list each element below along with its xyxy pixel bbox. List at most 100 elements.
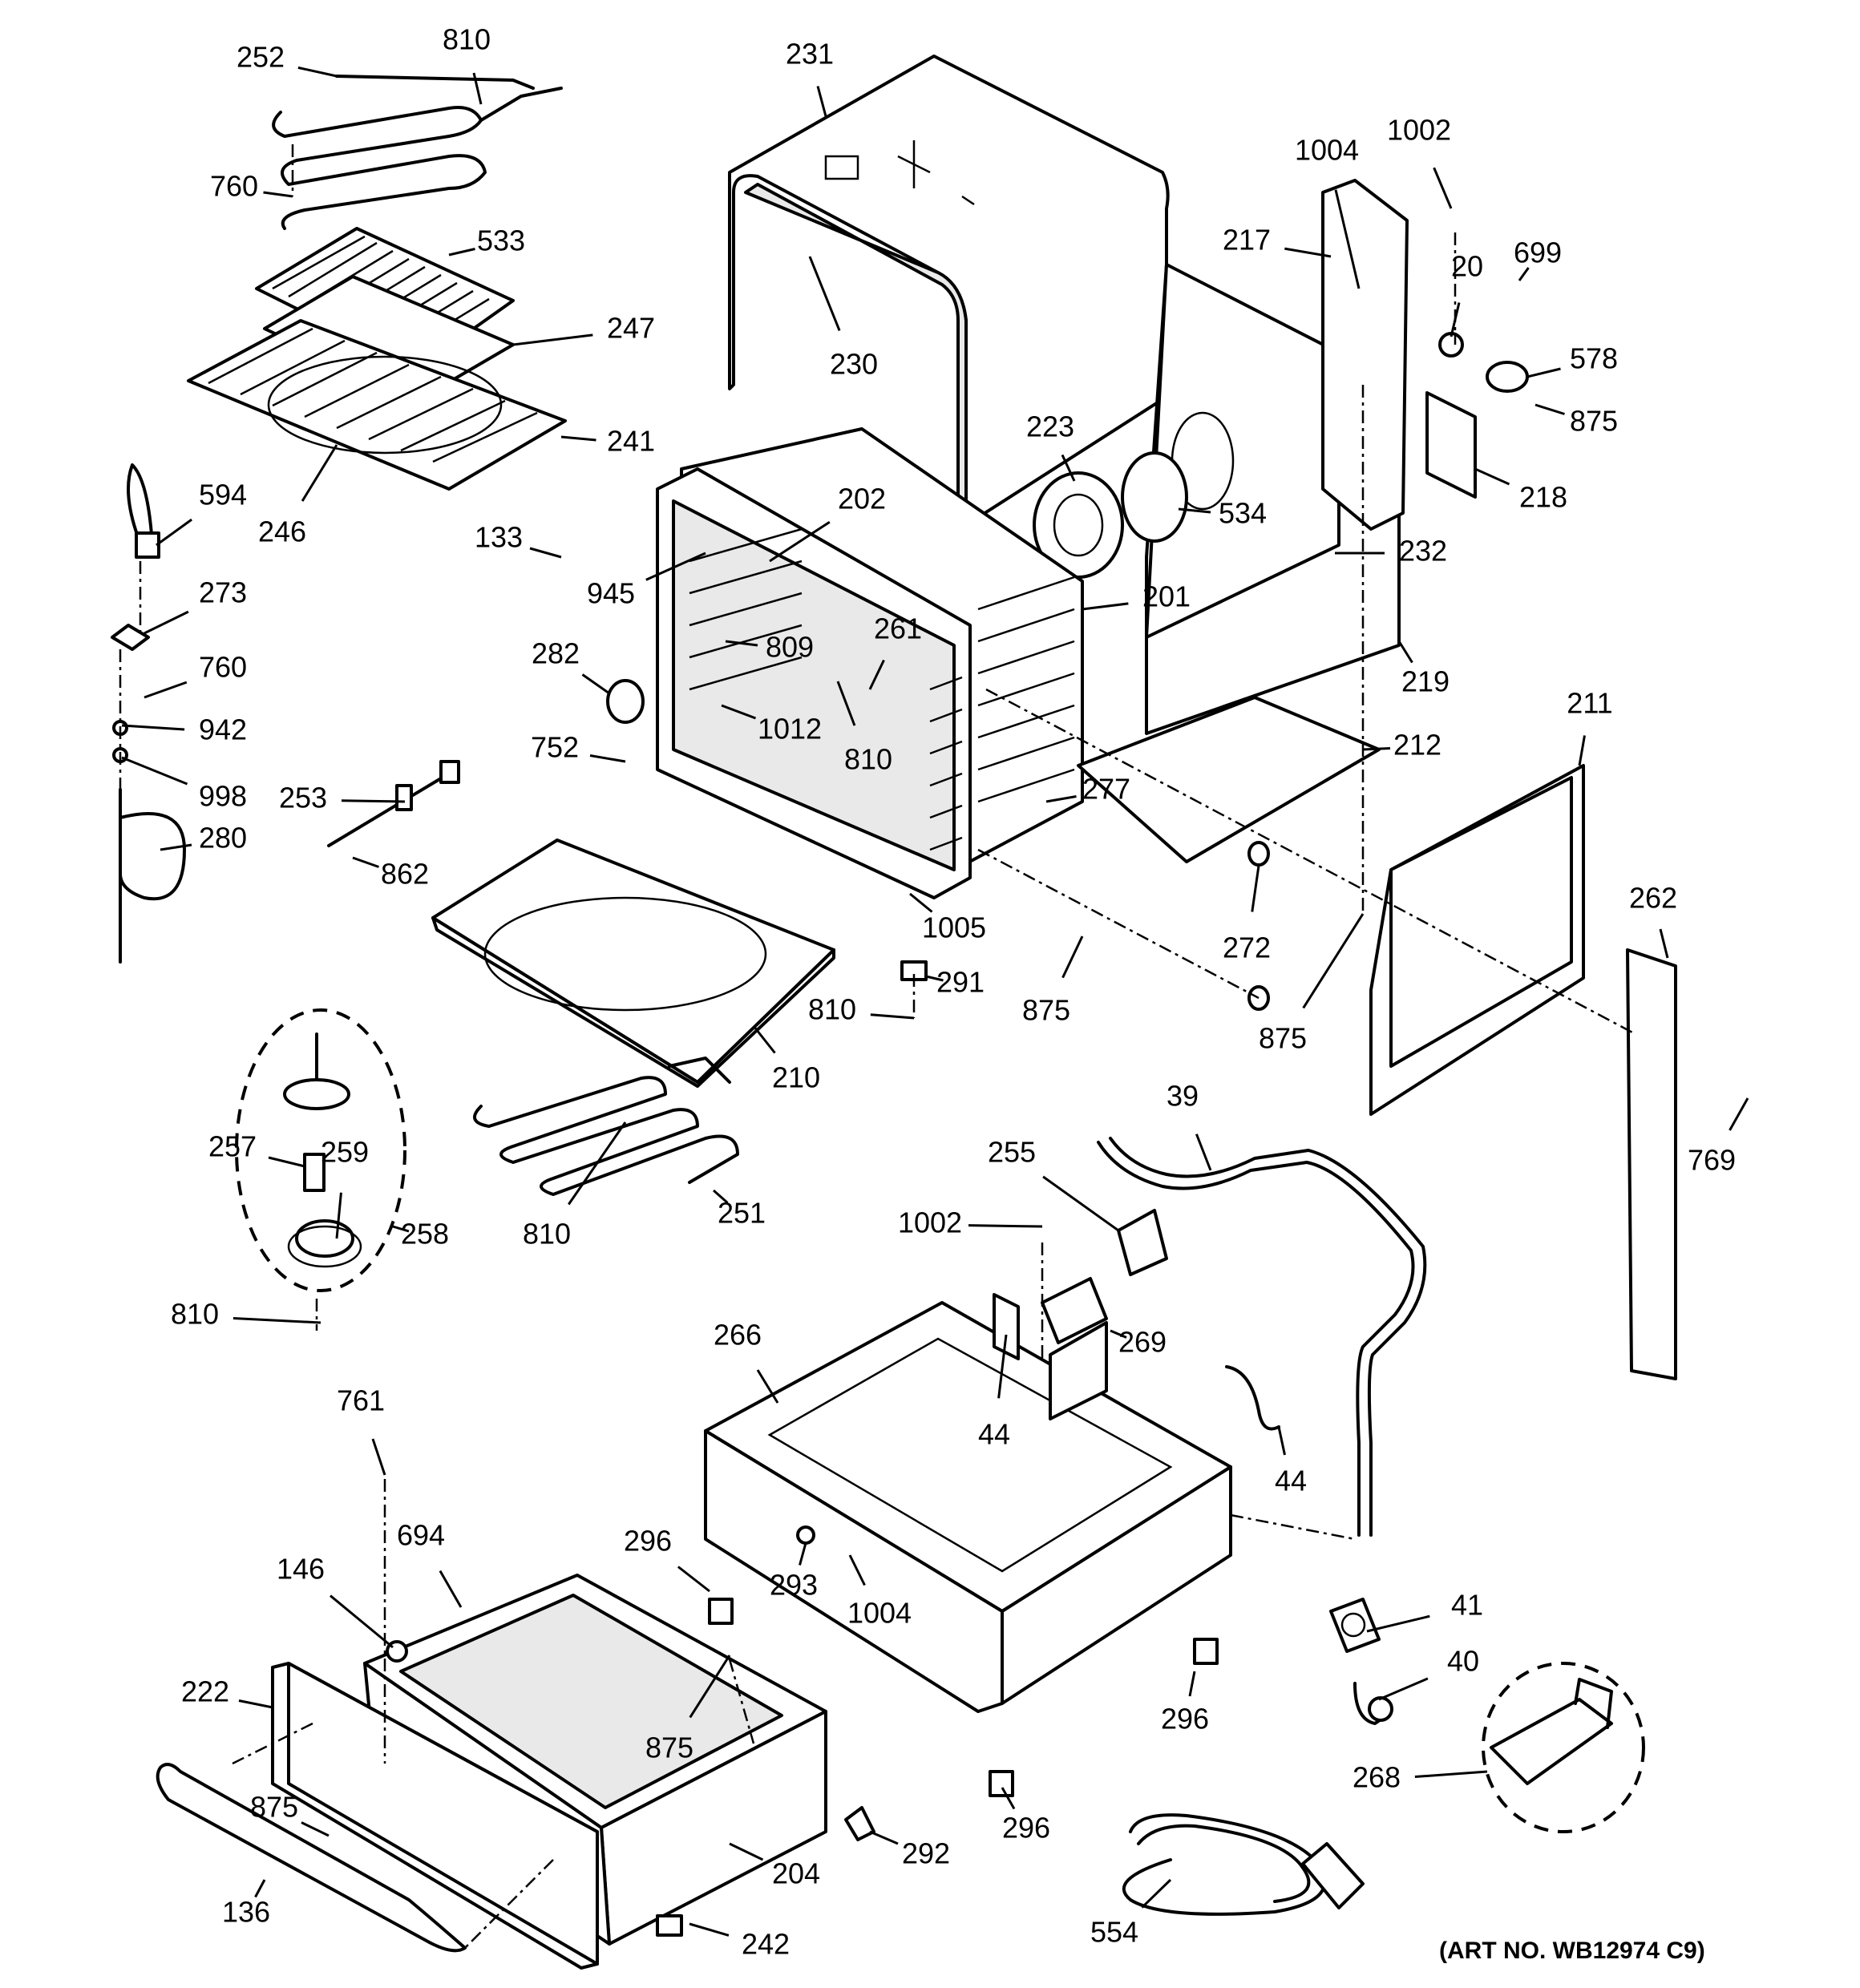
callout-label-810b: 810 [844, 743, 892, 776]
leader-line-252 [297, 66, 338, 78]
drawer-front-222 [271, 1662, 599, 1970]
bake-element-cover-210 [431, 838, 835, 1088]
leader-line-268 [1414, 1770, 1488, 1779]
leader-line-255 [1042, 1175, 1119, 1232]
leader-line-1005 [909, 892, 933, 913]
leader-line-578 [1526, 367, 1561, 378]
leader-line-875c [1302, 913, 1365, 1009]
side-bracket-217 [1321, 179, 1529, 531]
callout-label-232: 232 [1399, 535, 1447, 568]
callout-label-875d: 875 [645, 1731, 693, 1764]
callout-label-554: 554 [1090, 1916, 1138, 1949]
leader-line-810a [472, 72, 483, 105]
callout-label-1004b: 1004 [847, 1597, 912, 1630]
leader-line-809 [725, 640, 758, 647]
leader-line-201 [1082, 602, 1129, 611]
part-268 [1482, 1662, 1645, 1833]
callout-label-41: 41 [1451, 1589, 1483, 1622]
leader-line-230 [808, 256, 841, 332]
callout-label-752: 752 [531, 731, 579, 764]
leader-line-231 [816, 86, 827, 117]
callout-label-241: 241 [607, 425, 655, 458]
leader-line-875b [1061, 935, 1084, 979]
callout-label-760a: 760 [210, 170, 258, 203]
callout-label-252: 252 [237, 41, 285, 74]
leader-line-594 [156, 518, 192, 547]
callout-label-231: 231 [786, 38, 834, 71]
leader-line-261 [868, 659, 885, 690]
callout-label-533: 533 [477, 224, 525, 257]
callout-label-760b: 760 [199, 651, 247, 684]
leader-line-202 [769, 520, 831, 563]
leader-line-699 [1518, 267, 1530, 281]
leader-line-761 [371, 1438, 386, 1476]
callout-label-282: 282 [532, 637, 580, 670]
knob-assembly-258 [235, 1008, 406, 1292]
callout-label-293: 293 [770, 1569, 818, 1602]
leader-line-266 [756, 1369, 779, 1404]
leader-line-39 [1195, 1133, 1212, 1171]
leader-line-222 [238, 1699, 273, 1709]
drawer-handle-136 [156, 1763, 467, 1953]
leader-line-251 [713, 1189, 729, 1204]
broil-element [272, 75, 563, 230]
leader-line-998 [121, 756, 188, 786]
callout-label-40: 40 [1447, 1645, 1479, 1678]
leader-line-769 [1729, 1097, 1749, 1131]
side-strip-262 [1626, 948, 1677, 1380]
callout-label-277: 277 [1082, 773, 1130, 806]
leader-line-217 [1284, 247, 1332, 258]
leader-line-296a [677, 1566, 710, 1593]
callout-label-534: 534 [1219, 497, 1267, 530]
oven-sensor-280 [111, 463, 186, 964]
rod-253 [327, 760, 460, 847]
callout-label-251: 251 [718, 1197, 766, 1230]
leader-line-810b [836, 681, 856, 726]
callout-label-44b: 44 [1275, 1465, 1307, 1497]
leader-line-554 [1141, 1878, 1172, 1909]
leader-line-210 [752, 1025, 776, 1054]
callout-label-809: 809 [766, 631, 814, 664]
callout-label-262: 262 [1629, 882, 1677, 915]
callout-label-1002b: 1002 [898, 1206, 962, 1239]
leader-line-1004a [1334, 189, 1361, 289]
leader-line-272 [1251, 865, 1260, 912]
callout-label-280: 280 [199, 822, 247, 855]
callout-label-230: 230 [830, 348, 878, 381]
leader-line-810e [232, 1316, 321, 1324]
callout-label-219: 219 [1401, 665, 1450, 698]
callout-label-862: 862 [381, 858, 429, 891]
leader-line-246 [301, 444, 338, 502]
callout-label-998: 998 [199, 780, 247, 813]
bracket-269 [993, 1209, 1280, 1431]
callout-label-255: 255 [988, 1136, 1036, 1169]
leader-line-296b [1188, 1671, 1196, 1697]
callout-label-217: 217 [1223, 224, 1271, 257]
callout-label-1004a: 1004 [1295, 134, 1359, 167]
leader-line-133 [529, 547, 562, 559]
leader-line-810c [870, 1013, 915, 1020]
callout-label-201: 201 [1142, 580, 1191, 613]
callout-label-810e: 810 [171, 1298, 219, 1331]
leader-line-269 [1110, 1329, 1127, 1339]
callout-label-253: 253 [279, 782, 327, 814]
leader-line-44a [997, 1334, 1008, 1399]
gas-tube-39 [1097, 1137, 1427, 1537]
callout-label-769: 769 [1688, 1144, 1736, 1177]
callout-label-218: 218 [1519, 481, 1567, 514]
callout-label-699: 699 [1514, 236, 1562, 269]
leader-line-534 [1178, 507, 1211, 514]
leader-line-20 [1450, 302, 1461, 337]
callout-label-1005: 1005 [922, 911, 986, 944]
callout-label-945: 945 [587, 577, 635, 610]
callout-label-261: 261 [874, 612, 922, 645]
callout-label-210: 210 [772, 1061, 820, 1094]
convection-fan [1033, 451, 1188, 579]
callout-label-761: 761 [337, 1384, 385, 1417]
leader-line-296c [1001, 1787, 1016, 1810]
callout-label-212: 212 [1393, 729, 1442, 762]
leader-line-875a [1534, 403, 1565, 415]
construction-lines [119, 144, 1636, 1949]
leader-line-1004b [848, 1554, 866, 1586]
